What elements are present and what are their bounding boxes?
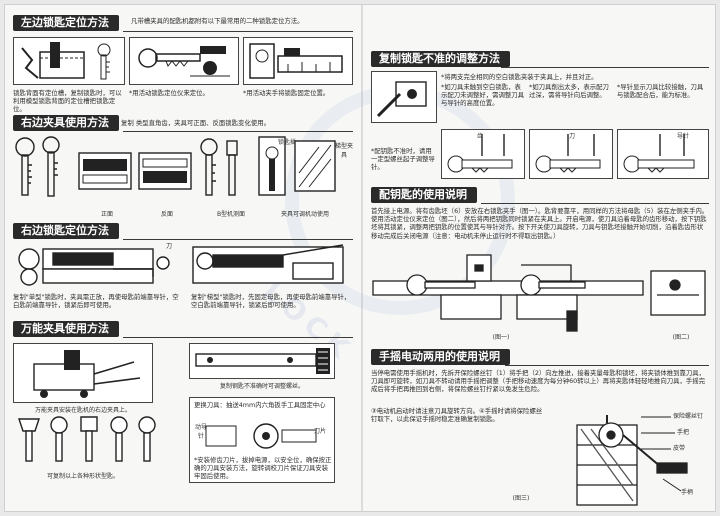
- figure-screwdriver: [371, 71, 437, 123]
- section-intro: 凡带槽夹具的配匙机都附有以下最常用的二种锁匙定位方法。: [131, 17, 304, 25]
- label-back: 反面: [160, 211, 173, 218]
- label-b-type: B型机测面: [216, 211, 246, 218]
- right-clamp-usage-section: 右边夹具使用方法 复制 类型直角齿，夹具可正面、反面锁匙变化使用。: [13, 115, 353, 219]
- right-key-positioning-section: 右边锁匙定位方法 刀 复制"单型"锁匙时，: [13, 223, 353, 319]
- adjust-text-4: *导针显示刀具比较接触，刀具与锁匙配合后，能为标准。: [617, 83, 704, 100]
- crank-notes: ③电动机启动时请注意刀具旋转方向。④手摇时请将保险螺丝钉取下，以此保证手摇时稳定…: [371, 407, 543, 424]
- hand-crank-section: 手摇电动两用的使用说明 当停电需使用手摇机时，先拆开保险螺丝钉（1）将手把（2）…: [371, 345, 709, 513]
- note-title: 更换刀具：抽送4mm内六角扳手工具固定中心: [194, 401, 326, 409]
- mark-blade: 刀: [568, 133, 575, 140]
- note-body: *安装修齿刀片，拔掉电源，以安全位，确保按正确的刀具安装方法，旋转调校刀片保证刀…: [194, 456, 332, 481]
- section-title: 右边锁匙定位方法: [13, 223, 119, 239]
- section-title: 右边夹具使用方法: [13, 115, 119, 131]
- adjust-caption: *配钥匙不准时，请用一定型螺丝起子调整导针。: [371, 147, 435, 172]
- label-adjustable: 夹具可调机动使用: [280, 211, 329, 218]
- figure-2-label: (图二): [672, 334, 690, 341]
- label-front: 正面: [100, 211, 113, 218]
- adjust-text-2: *如刀具未触到空白锁匙，表示配刀未调整好，需调整刀具与导针的高度位置。: [441, 83, 525, 108]
- figure-clamp-key: [243, 37, 353, 85]
- blade-change-note: 更换刀具：抽送4mm内六角扳手工具固定中心 动导针 刀片 *安装修齿刀片，拔掉电…: [189, 397, 335, 483]
- manual-spread: LOCK 左边锁匙定位方法 凡带槽夹具的配匙机都附有以下最常用的二种锁匙定位方法…: [4, 4, 716, 512]
- cutting-figures: [372, 254, 706, 332]
- figure-adjust-screw: [189, 343, 335, 379]
- section-intro: 复制 类型直角齿，夹具可正面、反面锁匙变化使用。: [121, 119, 271, 127]
- left-key-positioning-section: 左边锁匙定位方法 凡带槽夹具的配匙机都附有以下最常用的二种锁匙定位方法。: [13, 11, 353, 114]
- figure-groove-key: [13, 37, 125, 85]
- label-belt: 皮带: [673, 445, 686, 452]
- figure-3-label: (图三): [512, 495, 530, 502]
- adjust-text-3: *如刀具削出太多，表示配刀过深，需将导针向后调整。: [529, 83, 609, 100]
- crank-instructions: 当停电需使用手摇机时，先拆开保险螺丝钉（1）将手把（2）向左推进，接着夹量母匙和…: [371, 369, 706, 394]
- blade-mark: 刀: [165, 243, 172, 250]
- clamp-figures: [15, 136, 336, 197]
- caption-ladder-type: 复制"梯型"锁匙时，先固定母匙，再使母匙前端靠导针，空白匙前端靠导针，锁紧后即可…: [191, 293, 351, 310]
- label-crank: 手柄: [681, 489, 694, 496]
- caption-groove: 锁匙背面有定位槽，复制锁匙时，可以利用模型锁匙背面的定位槽把锁匙定位。: [13, 89, 122, 114]
- caption-clamp: *用活动夹手将锁匙固定位置。: [243, 89, 330, 97]
- section-title: 复制锁匙不准的调整方法: [371, 51, 510, 67]
- section-title: 万能夹具使用方法: [13, 321, 119, 337]
- adjustment-section: 复制锁匙不准的调整方法 *将两支完全相同的空白锁匙夹装于夹具上，并且对正。 *如…: [371, 11, 709, 189]
- mark-tooth: 齿: [476, 133, 483, 140]
- figure-adjust-b: [529, 129, 613, 179]
- mark-guide: 导针: [676, 133, 689, 140]
- figure-locator-key: [129, 37, 239, 85]
- universal-clamp-section: 万能夹具使用方法 复制钢匙不准确时可调整螺丝。 万能夹具安: [13, 321, 353, 511]
- label-handle: 手把: [677, 429, 690, 436]
- key-left-icon: [15, 137, 35, 196]
- figure-1-label: (图一): [492, 334, 510, 341]
- figure-universal-clamp: [13, 343, 153, 403]
- label-blade: 刀片: [313, 428, 326, 435]
- caption-single-type: 复制"单型"锁匙时，夹具需正放，再使母匙前端靠导针，空白匙前端靠导针，锁紧后即可…: [13, 293, 179, 310]
- caption-adjust-screw: 复制钢匙不准确时可调整螺丝。: [219, 383, 304, 390]
- adjust-text-1: *将两支完全相同的空白锁匙夹装于夹具上，并且对正。: [441, 73, 598, 81]
- figure-adjust-a: [441, 129, 525, 179]
- key-cutting-section: 配钥匙的使用说明 首先接上电源。将有齿匙坯（6）安放在右锁匙夹手（图一）。匙背要…: [371, 187, 709, 347]
- caption-universal-mount: 万能夹具安装在匙机的右边夹具上。: [34, 407, 131, 414]
- figure-adjust-c: [617, 129, 709, 179]
- caption-key-shapes: 可复制以上各种形状型匙。: [46, 473, 119, 480]
- section-title: 配钥匙的使用说明: [371, 187, 477, 203]
- label-guide: 动导针: [194, 424, 207, 440]
- corner-label: 梯型夹具: [335, 143, 354, 159]
- cutting-instructions: 首先接上电源。将有齿匙坯（6）安放在右锁匙夹手（图一）。匙背要靠平，用同样的方法…: [371, 207, 709, 240]
- caption-locator: *用活动锁匙定位仪来定位。: [129, 89, 209, 97]
- label-safety-screw: 保险螺丝钉: [673, 413, 704, 420]
- section-title: 手摇电动两用的使用说明: [371, 349, 510, 365]
- section-title: 左边锁匙定位方法: [13, 15, 119, 31]
- crank-figure: [576, 415, 688, 506]
- positioning-figures: [18, 244, 344, 286]
- side-label: 锁匙插: [277, 139, 296, 146]
- key-shapes-figure: [18, 416, 156, 462]
